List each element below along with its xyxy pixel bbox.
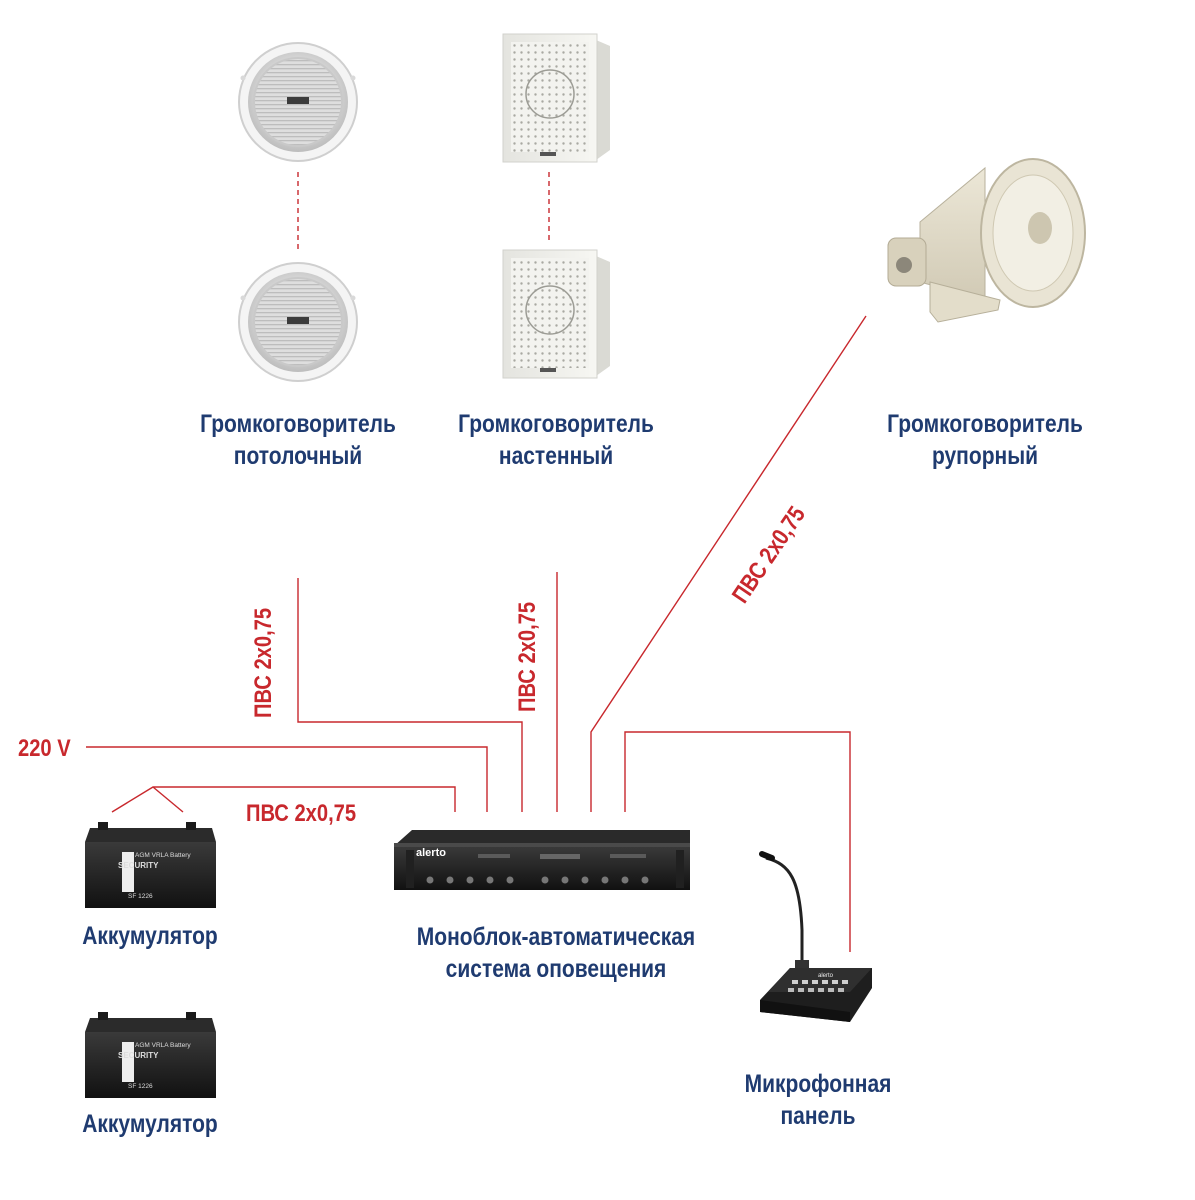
wall-speaker-label-line1: Громкоговоритель [458,410,654,438]
mains-wire [86,746,488,812]
battery-2-label: Аккумулятор [82,1110,218,1138]
amplifier-label-line2: система оповещения [445,955,667,983]
amplifier-label-line1: Моноблок-автоматическая [416,923,696,951]
microphone-panel: alerto [759,851,872,1022]
wall-speaker-label: Громкоговоритель настенный [430,408,682,472]
ceiling-speaker-label-line2: потолочный [233,442,363,470]
ceiling-speaker-top [238,42,358,162]
battery-1-model: SF 1226 [128,893,153,900]
horn-speaker [887,158,1086,323]
wall-cable-label: ПВС 2х0,75 [514,601,541,712]
battery-1-caption: AGM VRLA Battery [135,852,191,859]
mic-panel-label-line2: панель [780,1102,856,1130]
mic-panel-label: Микрофонная панель [717,1068,919,1132]
horn-speaker-label-line2: рупорный [931,442,1039,470]
wall-speaker-label-line2: настенный [498,442,614,470]
wall-speaker-bottom [502,249,610,379]
battery-cable-wire [111,786,456,813]
horn-speaker-label-line1: Громкоговоритель [887,410,1083,438]
battery-2-model: SF 1226 [128,1083,153,1090]
ceiling-speaker-bottom [238,262,358,382]
ceiling-speaker-label-line1: Громкоговоритель [200,410,396,438]
amplifier-logo: alerto [416,847,446,859]
mic-cable-wire [624,731,851,952]
amplifier-unit: alerto [394,830,690,890]
battery-cable-label: ПВС 2х0,75 [246,800,357,827]
mic-panel-label-line1: Микрофонная [744,1070,892,1098]
ceiling-cable-label: ПВС 2х0,75 [250,607,277,718]
battery-1: AGM VRLA Battery SECURITY SF 1226 [85,822,216,908]
mic-panel-logo: alerto [818,973,834,979]
battery-2-caption: AGM VRLA Battery [135,1042,191,1049]
battery-1-label: Аккумулятор [82,922,218,950]
amplifier-label: Моноблок-автоматическая система оповещен… [405,921,707,985]
mains-voltage-label: 220 V [18,735,71,762]
battery-2-brand: SECURITY [118,1051,159,1060]
battery-2: AGM VRLA Battery SECURITY SF 1226 [85,1012,216,1098]
ceiling-speaker-label: Громкоговоритель потолочный [172,408,424,472]
battery-1-brand: SECURITY [118,861,159,870]
wall-speaker-top [502,33,610,163]
battery-cable-branch [152,786,184,813]
horn-cable-wire [590,315,867,812]
wires [86,172,867,952]
horn-speaker-label: Громкоговоритель рупорный [859,408,1111,472]
ceiling-cable-wire [297,578,523,812]
